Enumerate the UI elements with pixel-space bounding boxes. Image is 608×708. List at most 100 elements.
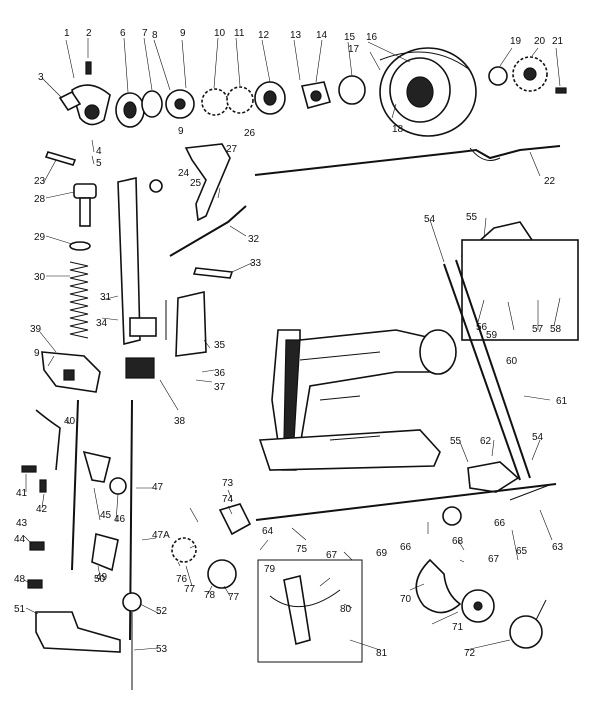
part-label-16: 16 [366,32,378,43]
part-72-bobbin-case [509,615,543,649]
part-label-14: 14 [316,30,328,41]
part-label-43: 43 [16,518,28,529]
part-label-75: 75 [296,544,308,555]
part-label-64: 64 [262,526,274,537]
part-label-52: 52 [156,606,168,617]
part-7-bushing [141,90,163,118]
part-label-50: 50 [94,574,106,585]
part-label-23: 23 [34,176,46,187]
part-label-39: 39 [30,324,42,335]
part-label-47: 47 [152,482,164,493]
part-61-lever [443,263,521,481]
part-50-guide [91,532,119,572]
machine-handwheel [419,329,457,375]
part-label-30: 30 [34,272,46,283]
part-label-54: 54 [424,214,436,225]
part-label-76: 76 [176,574,188,585]
part-63-stud [509,483,553,501]
part-label-7: 7 [142,28,148,39]
part-label-63: 63 [552,542,564,553]
part-label-49: 49 [96,572,108,583]
part-label-54: 54 [532,432,544,443]
part-label-78: 78 [204,590,216,601]
part-label-12: 12 [258,30,270,41]
part-label-11: 11 [234,28,245,39]
part-35-needle-bar-frame [175,291,207,357]
part-62-crank [467,461,520,493]
part-label-61: 61 [556,396,568,407]
part-label-48: 48 [14,574,26,585]
part-label-18: 18 [392,124,404,135]
part-label-71: 71 [452,622,464,633]
part-label-73: 73 [222,478,234,489]
part-2-screw [85,61,92,75]
part-label-60: 60 [506,356,518,367]
part-label-62: 62 [480,436,492,447]
part-label-79: 79 [264,564,276,575]
part-label-20: 20 [534,36,546,47]
part-label-68: 68 [452,536,464,547]
part-label-33: 33 [250,258,262,269]
part-label-67: 67 [488,554,500,565]
part-48-screw [27,579,43,589]
part-81-group [257,559,363,663]
part-10-gear-a [201,88,229,116]
part-label-55: 55 [466,212,478,223]
part-label-69: 69 [376,548,388,559]
part-label-37: 37 [214,382,226,393]
part-51-presser-foot [35,611,121,653]
part-label-59: 59 [486,330,498,341]
part-label-65: 65 [516,546,528,557]
part-15-bushing [338,75,366,105]
part-label-9: 9 [180,28,186,39]
part-label-32: 32 [248,234,260,245]
part-27-take-up-lever [184,143,231,222]
part-label-66: 66 [400,542,412,553]
part-36-clamp [125,357,155,379]
part-label-72: 72 [464,648,476,659]
leader-lines [23,37,561,651]
part-label-44: 44 [14,534,26,545]
part-label-9: 9 [178,126,184,137]
part-74-bracket [218,503,252,536]
part-label-70: 70 [400,594,412,605]
part-label-1: 1 [64,28,70,39]
part-24-washer [149,179,163,193]
part-40-presser-bar [71,399,79,571]
part-label-26: 26 [244,128,256,139]
part-label-15: 15 [344,32,356,43]
part-32-link [169,205,247,257]
part-label-29: 29 [34,232,46,243]
part-1-hub [84,104,100,120]
part-label-27: 27 [226,144,238,155]
part-label-9: 9 [34,348,40,359]
part-label-10: 10 [214,28,226,39]
part-label-67: 67 [326,550,338,561]
presser-bar-parts [21,151,163,653]
part-label-6: 6 [120,28,126,39]
part-66-collar [442,506,462,526]
part-label-5: 5 [96,158,102,169]
part-label-19: 19 [510,36,522,47]
part-label-81: 81 [376,648,388,659]
machine-head [258,329,457,471]
part-label-13: 13 [290,30,302,41]
part-29-washer [69,241,91,251]
part-label-36: 36 [214,368,226,379]
arm-shaft-parts [58,47,567,176]
part-80-shuttle [283,575,311,646]
part-78-gear [207,559,237,589]
part-label-2: 2 [86,28,92,39]
part-3-plate [58,90,82,112]
part-label-22: 22 [544,176,556,187]
part-77-gear [171,537,197,563]
part-label-31: 31 [100,292,112,303]
part-34-needle-bar-link [117,177,141,346]
part-label-21: 21 [552,36,564,47]
part-label-41: 41 [16,488,28,499]
part-label-40: 40 [64,416,76,427]
part-label-55: 55 [450,436,462,447]
